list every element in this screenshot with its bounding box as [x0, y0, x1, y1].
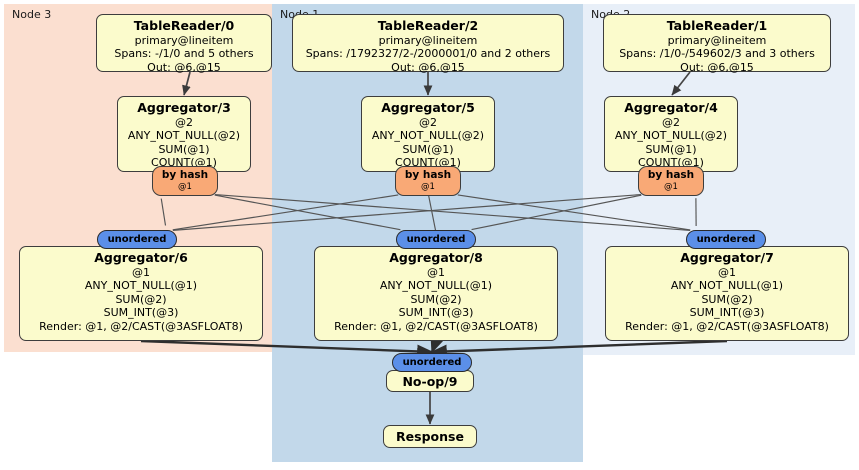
processor-title: Response	[396, 429, 464, 444]
processor-detail-line: ANY_NOT_NULL(@1)	[670, 279, 784, 293]
processor-detail-line: Spans: -/1/0 and 5 others	[114, 47, 254, 61]
processor-detail-line: @1	[132, 266, 150, 279]
processor-detail-line: ANY_NOT_NULL(@1)	[379, 279, 493, 293]
processor-detail-line: primary@lineitem	[134, 34, 234, 47]
processor-detail-line: COUNT(@1)	[151, 156, 217, 170]
processor-noop9[interactable]: No-op/9	[386, 370, 474, 392]
processor-detail-line: SUM(@1)	[158, 142, 210, 156]
synchronizer-sync9[interactable]: unordered	[392, 353, 472, 372]
processor-detail-line: @2	[419, 116, 437, 129]
processor-detail-line: SUM(@2)	[410, 292, 462, 306]
processor-detail-line: ANY_NOT_NULL(@2)	[614, 129, 728, 143]
processor-detail-line: Render: @1, @2/CAST(@3ASFLOAT8)	[334, 319, 538, 333]
synchronizer-label: unordered	[406, 234, 466, 245]
processor-detail-line: SUM(@2)	[115, 292, 167, 306]
processor-response[interactable]: Response	[383, 425, 477, 448]
processor-title: Aggregator/8	[389, 250, 483, 265]
processor-detail-line: SUM(@2)	[701, 292, 753, 306]
processor-detail-line: COUNT(@1)	[638, 156, 704, 170]
synchronizer-sync6[interactable]: unordered	[97, 230, 177, 249]
processor-title: TableReader/1	[666, 18, 768, 33]
router-column: @1	[664, 182, 678, 192]
processor-title: TableReader/0	[133, 18, 235, 33]
processor-detail-line: @1	[718, 266, 736, 279]
processor-detail-line: primary@lineitem	[378, 34, 478, 47]
synchronizer-sync8[interactable]: unordered	[396, 230, 476, 249]
processor-title: Aggregator/3	[137, 100, 231, 115]
processor-title: Aggregator/4	[624, 100, 718, 115]
hash-router-router4[interactable]: by hash@1	[638, 166, 704, 196]
processor-title: Aggregator/7	[680, 250, 774, 265]
processor-title: Aggregator/5	[381, 100, 475, 115]
processor-detail-line: Render: @1, @2/CAST(@3ASFLOAT8)	[625, 319, 829, 333]
processor-detail-line: ANY_NOT_NULL(@2)	[127, 129, 241, 143]
synchronizer-sync7[interactable]: unordered	[686, 230, 766, 249]
router-column: @1	[178, 182, 192, 192]
router-label: by hash	[404, 169, 452, 181]
processor-detail-line: SUM(@1)	[645, 142, 697, 156]
processor-detail-line: Spans: /1/0-/549602/3 and 3 others	[619, 47, 815, 61]
processor-detail-line: @2	[175, 116, 193, 129]
processor-detail-line: ANY_NOT_NULL(@1)	[84, 279, 198, 293]
processor-title: Aggregator/6	[94, 250, 188, 265]
processor-title: No-op/9	[402, 374, 458, 389]
processor-detail-line: SUM_INT(@3)	[398, 306, 474, 320]
router-label: by hash	[647, 169, 695, 181]
synchronizer-label: unordered	[402, 357, 462, 368]
processor-detail-line: SUM_INT(@3)	[689, 306, 765, 320]
hash-router-router3[interactable]: by hash@1	[152, 166, 218, 196]
processor-detail-line: SUM_INT(@3)	[103, 306, 179, 320]
processor-detail-line: @2	[662, 116, 680, 129]
router-column: @1	[421, 182, 435, 192]
processor-detail-line: Out: @6,@15	[147, 60, 221, 74]
synchronizer-label: unordered	[696, 234, 756, 245]
processor-detail-line: Out: @6,@15	[391, 60, 465, 74]
processor-detail-line: COUNT(@1)	[395, 156, 461, 170]
node-region-label: Node 3	[12, 8, 52, 21]
processor-detail-line: Spans: /1792327/2-/2000001/0 and 2 other…	[305, 47, 551, 61]
processor-detail-line: primary@lineitem	[667, 34, 767, 47]
processor-detail-line: Render: @1, @2/CAST(@3ASFLOAT8)	[39, 319, 243, 333]
hash-router-router5[interactable]: by hash@1	[395, 166, 461, 196]
processor-detail-line: ANY_NOT_NULL(@2)	[371, 129, 485, 143]
processor-title: TableReader/2	[377, 18, 479, 33]
router-label: by hash	[161, 169, 209, 181]
processor-detail-line: SUM(@1)	[402, 142, 454, 156]
processor-detail-line: Out: @6,@15	[680, 60, 754, 74]
synchronizer-label: unordered	[107, 234, 167, 245]
processor-detail-line: @1	[427, 266, 445, 279]
